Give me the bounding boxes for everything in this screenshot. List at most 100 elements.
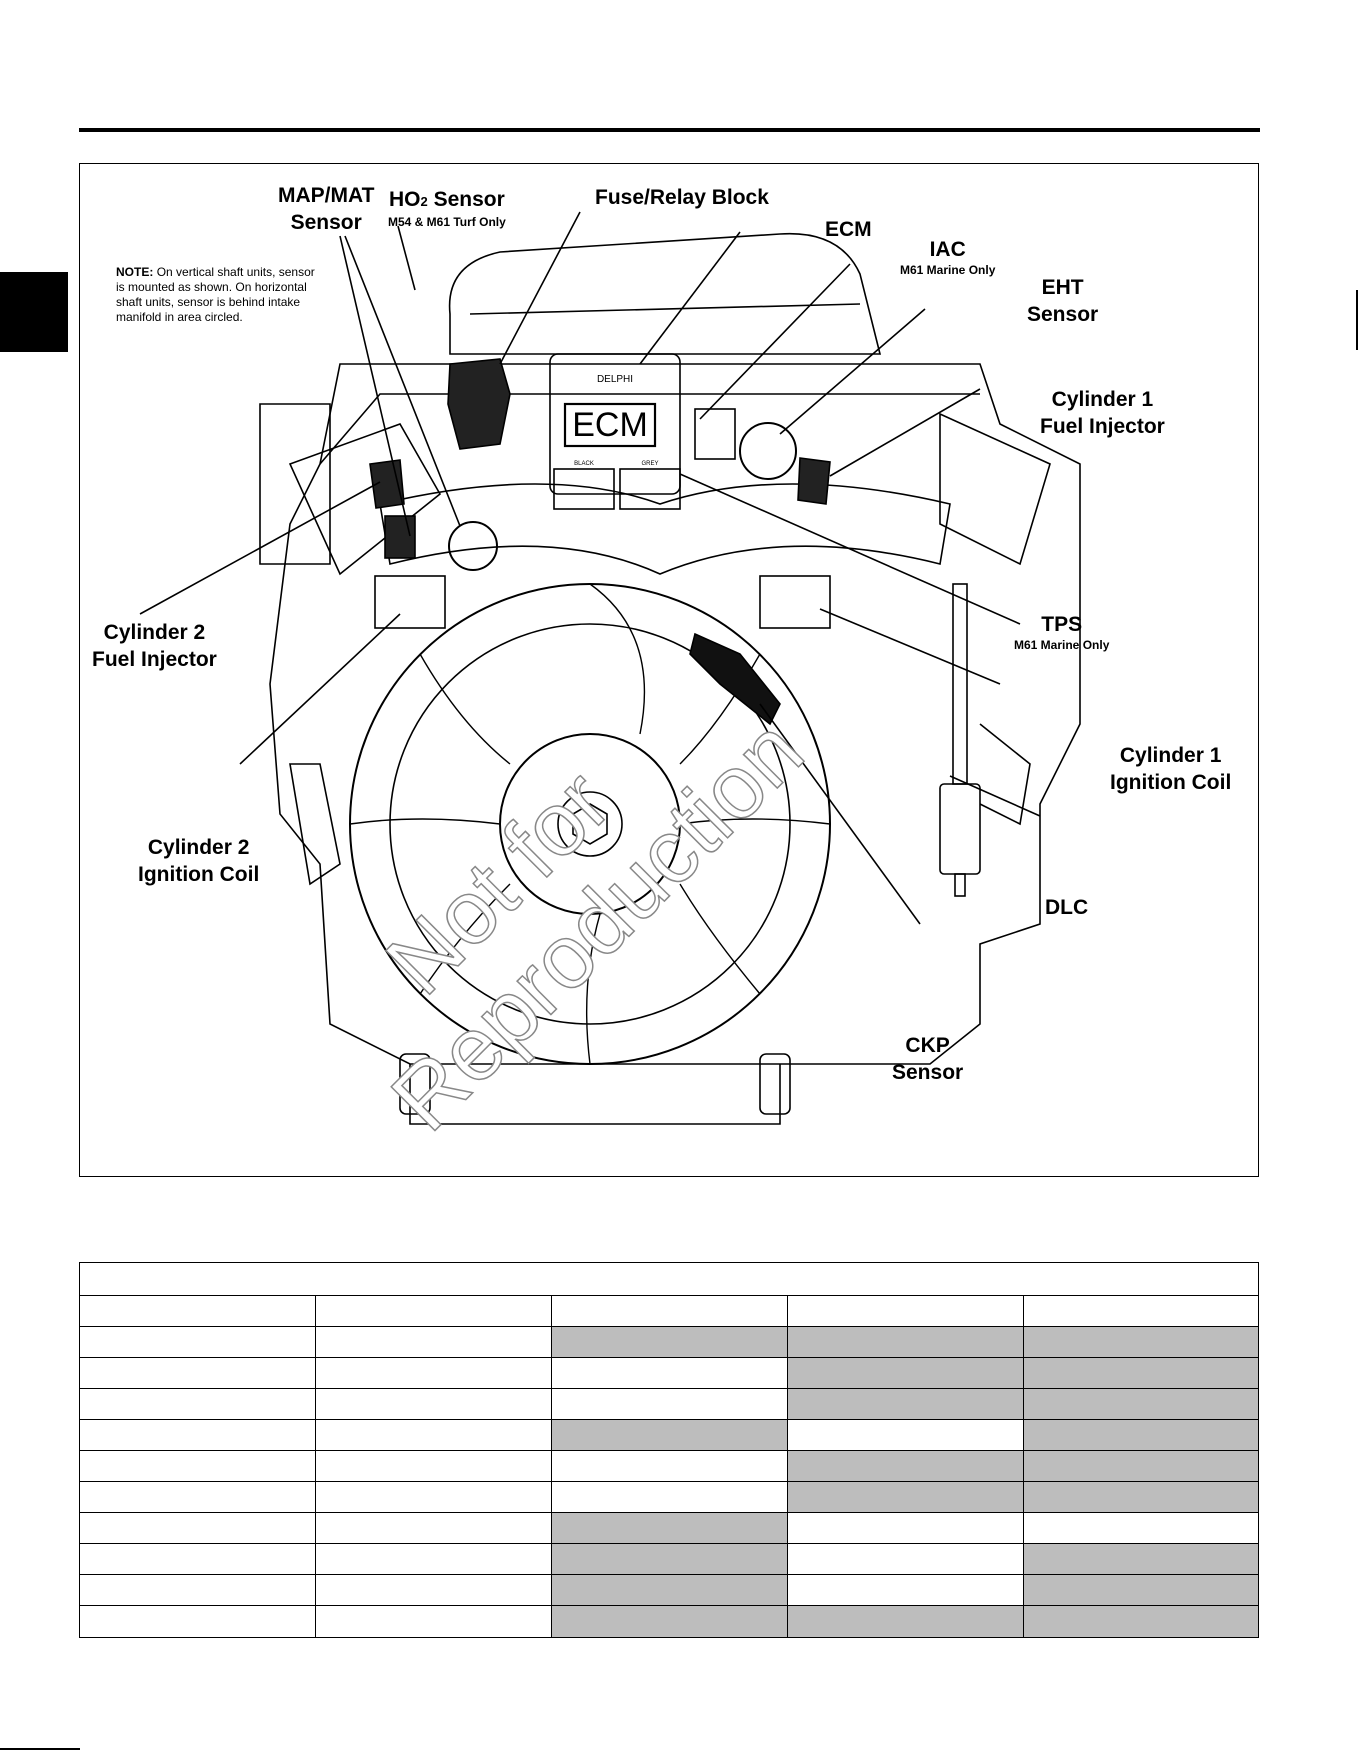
- table-cell: [80, 1451, 316, 1482]
- table-cell: [80, 1358, 316, 1389]
- label-cylinder2-fuel-injector: Cylinder 2 Fuel Injector: [92, 621, 217, 671]
- label-ckp-sensor: CKP Sensor: [892, 1034, 964, 1084]
- fuse-relay-block-shape: [447, 358, 511, 450]
- table-cell: [552, 1451, 788, 1482]
- table-cell: [80, 1544, 316, 1575]
- margin-mark: [1356, 290, 1358, 350]
- table-cell: [316, 1575, 552, 1606]
- table-cell: [1024, 1420, 1258, 1451]
- label-tps: TPS M61 Marine Only: [1014, 613, 1110, 652]
- ecm-brand-text: DELPHI: [597, 374, 633, 385]
- table-cell: [316, 1482, 552, 1513]
- cyl2-coil-shape: [374, 575, 446, 629]
- table-cell: [552, 1544, 788, 1575]
- table-cell: [552, 1482, 788, 1513]
- cyl1-coil-shape: [759, 575, 831, 629]
- engine-drawing: ECM DELPHI BLACK GREY Not for Reproducti…: [139, 211, 1081, 1151]
- table-cell: [788, 1513, 1024, 1544]
- map-circle: [448, 521, 498, 571]
- table-cell: [1024, 1327, 1258, 1358]
- table-cell: [552, 1327, 788, 1358]
- intake-manifold: [379, 483, 951, 575]
- dlc-cable: [952, 583, 968, 785]
- table-cell: [1024, 1606, 1258, 1637]
- table-cell: [1024, 1482, 1258, 1513]
- table-cell: [80, 1482, 316, 1513]
- label-eht-sensor: EHT Sensor: [1027, 276, 1099, 326]
- leader-lines: [139, 211, 1041, 925]
- table-cell: [316, 1296, 552, 1327]
- left-filter: [259, 403, 331, 565]
- ecm-connector-black: [553, 468, 615, 510]
- label-iac: IAC M61 Marine Only: [900, 238, 996, 277]
- table-title-row: [80, 1263, 1258, 1296]
- table-cell: [316, 1606, 552, 1637]
- table-cell: [1024, 1451, 1258, 1482]
- table-cell: [80, 1606, 316, 1637]
- label-cylinder1-fuel-injector: Cylinder 1 Fuel Injector: [1040, 388, 1165, 438]
- ecm-body-text: ECM: [572, 406, 648, 444]
- table-cell: [1024, 1296, 1258, 1327]
- table-cell: [788, 1296, 1024, 1327]
- table-cell: [552, 1606, 788, 1637]
- table-cell: [316, 1420, 552, 1451]
- label-ho2-sensor: HO2 Sensor M54 & M61 Turf Only: [388, 188, 506, 229]
- table-cell: [1024, 1544, 1258, 1575]
- table-cell: [788, 1420, 1024, 1451]
- table-cell: [80, 1513, 316, 1544]
- table-cell: [552, 1296, 788, 1327]
- ckp-sensor-shape: [689, 632, 781, 726]
- table-cell: [80, 1389, 316, 1420]
- table-cell: [316, 1513, 552, 1544]
- iac-shape: [694, 408, 736, 460]
- table-cell: [316, 1358, 552, 1389]
- label-ecm: ECM: [825, 218, 872, 241]
- engine-diagram-figure: ECM DELPHI BLACK GREY Not for Reproducti…: [79, 163, 1259, 1177]
- section-tab: [0, 272, 68, 352]
- table-cell: [552, 1358, 788, 1389]
- component-table: [79, 1262, 1259, 1638]
- engine-outline: [269, 363, 1081, 1065]
- table-cell: [80, 1327, 316, 1358]
- dlc-connector: [939, 783, 981, 875]
- label-cylinder2-ignition-coil: Cylinder 2 Ignition Coil: [138, 836, 260, 886]
- left-valve-cover: [288, 423, 442, 576]
- note-label: NOTE:: [116, 265, 154, 279]
- table-cell: [1024, 1389, 1258, 1420]
- table-cell: [1024, 1358, 1258, 1389]
- label-map-mat-sensor: MAP/MAT Sensor: [278, 184, 375, 234]
- table-cell: [788, 1327, 1024, 1358]
- table-grid: [80, 1296, 1258, 1637]
- ecm-label-box: [563, 402, 657, 448]
- table-cell: [552, 1575, 788, 1606]
- table-cell: [552, 1389, 788, 1420]
- table-cell: [316, 1544, 552, 1575]
- table-cell: [552, 1420, 788, 1451]
- header-rule: [79, 128, 1260, 132]
- table-cell: [80, 1575, 316, 1606]
- label-dlc: DLC: [1045, 896, 1089, 919]
- mounting-note: NOTE: On vertical shaft units, sensor is…: [116, 265, 316, 325]
- label-cylinder1-ignition-coil: Cylinder 1 Ignition Coil: [1110, 744, 1232, 794]
- right-valve-cover: [939, 412, 1051, 566]
- map-sensor-shape: [384, 515, 416, 559]
- table-cell: [1024, 1575, 1258, 1606]
- cyl1-injector-shape: [797, 457, 831, 505]
- table-cell: [1024, 1513, 1258, 1544]
- table-cell: [788, 1544, 1024, 1575]
- eht-circle: [739, 422, 797, 480]
- air-cleaner-cover: [448, 232, 882, 355]
- table-cell: [316, 1327, 552, 1358]
- table-cell: [788, 1575, 1024, 1606]
- label-fuse-relay-block: Fuse/Relay Block: [595, 186, 769, 209]
- table-cell: [552, 1513, 788, 1544]
- note-text: On vertical shaft units, sensor is mount…: [116, 265, 315, 324]
- table-cell: [788, 1451, 1024, 1482]
- table-cell: [316, 1389, 552, 1420]
- table-cell: [788, 1389, 1024, 1420]
- ecm-connector-grey: [619, 468, 681, 510]
- connector-right-text: GREY: [641, 461, 658, 467]
- table-cell: [788, 1482, 1024, 1513]
- flywheel-fins: [349, 583, 831, 1065]
- ecm-housing: [549, 353, 681, 495]
